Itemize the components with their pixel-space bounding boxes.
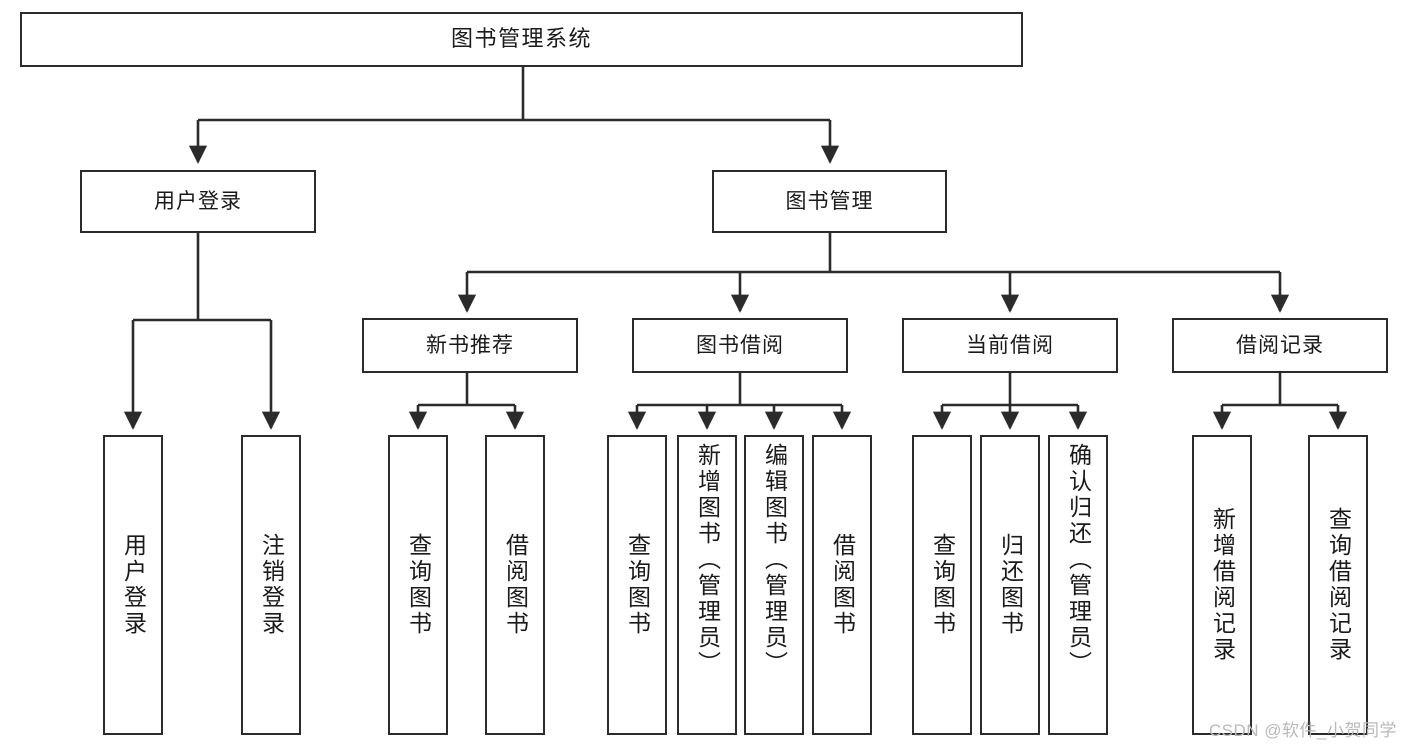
node-current-borrow[interactable]: 当前借阅	[902, 318, 1118, 373]
node-user-login[interactable]: 用户登录	[80, 170, 316, 233]
leaf-borrow-record-add[interactable]: 新增借阅记录	[1192, 435, 1252, 735]
leaf-book-borrow-edit[interactable]: 编辑图书（管理员）	[744, 435, 804, 735]
node-new-book-recommend-label: 新书推荐	[426, 333, 514, 357]
node-borrow-record-label: 借阅记录	[1236, 333, 1324, 357]
node-current-borrow-label: 当前借阅	[966, 333, 1054, 357]
node-book-borrow[interactable]: 图书借阅	[632, 318, 848, 373]
leaf-book-borrow-query[interactable]: 查询图书	[607, 435, 667, 735]
node-new-book-recommend[interactable]: 新书推荐	[362, 318, 578, 373]
node-system-root-label: 图书管理系统	[450, 26, 592, 52]
leaf-current-borrow-query[interactable]: 查询图书	[912, 435, 972, 735]
leaf-borrow-record-query-label: 查询借阅记录	[1325, 507, 1352, 663]
node-book-borrow-label: 图书借阅	[696, 333, 784, 357]
node-book-management-label: 图书管理	[785, 189, 874, 213]
leaf-user-login-logout-label: 注销登录	[258, 533, 285, 637]
leaf-user-login-login-label: 用户登录	[120, 533, 147, 637]
node-book-management[interactable]: 图书管理	[712, 170, 947, 233]
leaf-book-borrow-borrow[interactable]: 借阅图书	[812, 435, 872, 735]
leaf-book-borrow-add-label: 新增图书（管理员）	[694, 443, 721, 677]
leaf-book-borrow-query-label: 查询图书	[624, 533, 651, 637]
leaf-user-login-logout[interactable]: 注销登录	[241, 435, 301, 735]
node-borrow-record[interactable]: 借阅记录	[1172, 318, 1388, 373]
leaf-current-borrow-query-label: 查询图书	[929, 533, 956, 637]
leaf-borrow-record-query[interactable]: 查询借阅记录	[1308, 435, 1368, 735]
leaf-new-book-borrow[interactable]: 借阅图书	[485, 435, 545, 735]
leaf-new-book-query[interactable]: 查询图书	[388, 435, 448, 735]
leaf-current-borrow-return[interactable]: 归还图书	[980, 435, 1040, 735]
leaf-book-borrow-borrow-label: 借阅图书	[829, 533, 856, 637]
csdn-watermark: CSDN @软件_小贺同学	[1208, 721, 1397, 740]
leaf-borrow-record-add-label: 新增借阅记录	[1209, 507, 1236, 663]
leaf-current-borrow-confirm-label: 确认归还（管理员）	[1065, 443, 1092, 677]
node-user-login-label: 用户登录	[154, 189, 242, 213]
leaf-current-borrow-return-label: 归还图书	[997, 533, 1024, 637]
leaf-new-book-borrow-label: 借阅图书	[502, 533, 529, 637]
leaf-book-borrow-edit-label: 编辑图书（管理员）	[761, 443, 788, 677]
leaf-new-book-query-label: 查询图书	[405, 533, 432, 637]
leaf-current-borrow-confirm[interactable]: 确认归还（管理员）	[1048, 435, 1108, 735]
leaf-user-login-login[interactable]: 用户登录	[103, 435, 163, 735]
node-system-root[interactable]: 图书管理系统	[20, 12, 1023, 67]
leaf-book-borrow-add[interactable]: 新增图书（管理员）	[677, 435, 737, 735]
